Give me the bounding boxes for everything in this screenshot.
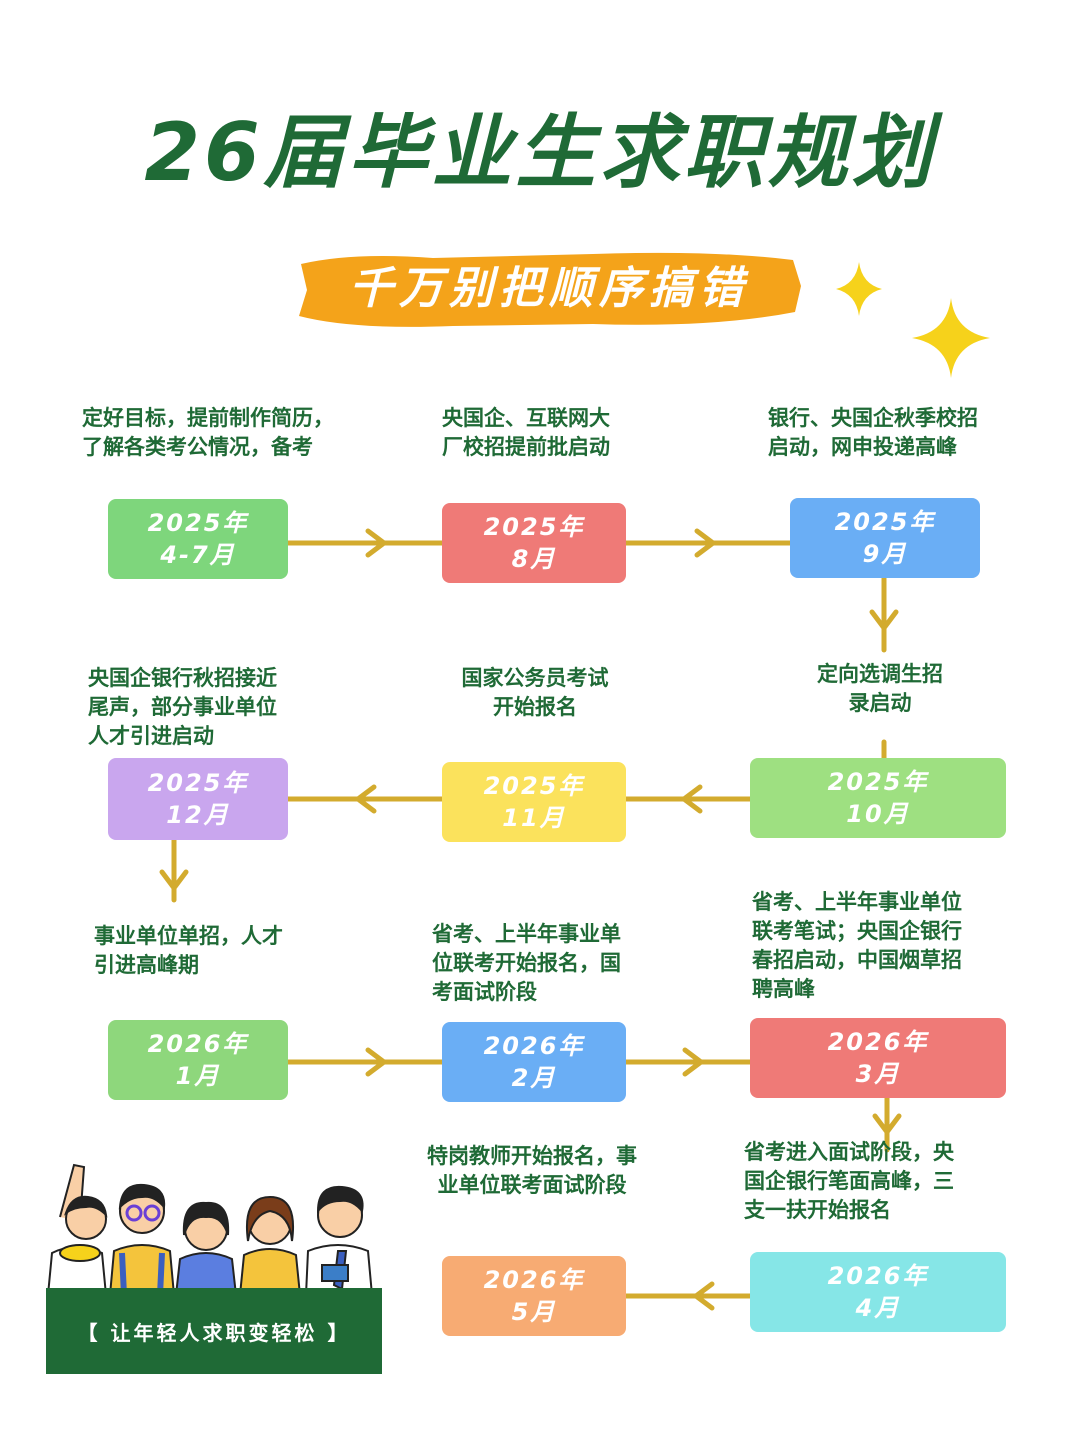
description-line: 开始报名 (493, 695, 577, 719)
description-line: 录启动 (848, 691, 912, 715)
timeline-description: 央国企银行秋招接近尾声，部分事业单位人才引进启动 (88, 664, 328, 751)
subtitle-text: 千万别把顺序搞错 (349, 263, 749, 314)
slogan-text: 【 让年轻人求职变轻松 】 (77, 1320, 351, 1345)
timeline-box: 2025年 8月 (442, 503, 626, 583)
timeline-description: 定向选调生招录启动 (780, 660, 980, 718)
timeline-description: 省考、上半年事业单位联考开始报名，国考面试阶段 (432, 920, 672, 1007)
timeline-box: 2025年 4-7月 (108, 499, 288, 579)
timeline-description: 银行、央国企秋季校招启动，网申投递高峰 (768, 404, 1028, 462)
timeline-month: 5月 (511, 1298, 557, 1326)
description-line: 人才引进启动 (88, 724, 214, 748)
description-line: 事业单位单招，人才 (94, 924, 283, 948)
description-line: 启动，网申投递高峰 (768, 435, 957, 459)
timeline-year: 2025年 (483, 772, 585, 800)
description-line: 省考进入面试阶段，央 (744, 1140, 954, 1164)
timeline-box: 2026年 1月 (108, 1020, 288, 1100)
description-line: 央国企银行秋招接近 (88, 666, 277, 690)
timeline-year: 2026年 (147, 1030, 249, 1058)
sparkle-small-icon (836, 262, 882, 316)
timeline-description: 央国企、互联网大厂校招提前批启动 (442, 404, 662, 462)
description-line: 定好目标，提前制作简历， (82, 406, 334, 430)
timeline-month: 11月 (502, 804, 566, 832)
timeline-description: 国家公务员考试开始报名 (430, 664, 640, 722)
timeline-month: 8月 (511, 545, 557, 573)
timeline-year: 2025年 (483, 513, 585, 541)
sparkle-large-icon (912, 298, 990, 378)
description-line: 考面试阶段 (432, 980, 537, 1004)
timeline-box: 2025年 9月 (790, 498, 980, 578)
subtitle-banner: 千万别把顺序搞错 (293, 246, 805, 332)
description-line: 省考、上半年事业单 (432, 922, 621, 946)
timeline-year: 2025年 (147, 769, 249, 797)
timeline-box: 2025年 10月 (750, 758, 1006, 838)
timeline-year: 2026年 (827, 1028, 929, 1056)
timeline-month: 4-7月 (160, 541, 236, 569)
timeline-month: 2月 (511, 1064, 557, 1092)
timeline-year: 2026年 (483, 1266, 585, 1294)
description-line: 尾声，部分事业单位 (88, 695, 277, 719)
description-line: 特岗教师开始报名，事 (427, 1144, 637, 1168)
timeline-year: 2026年 (827, 1262, 929, 1290)
timeline-month: 1月 (175, 1062, 221, 1090)
description-line: 聘高峰 (752, 977, 815, 1001)
timeline-box: 2026年 4月 (750, 1252, 1006, 1332)
timeline-box: 2026年 5月 (442, 1256, 626, 1336)
timeline-year: 2025年 (834, 508, 936, 536)
timeline-box: 2026年 3月 (750, 1018, 1006, 1098)
description-line: 联考笔试；央国企银行 (752, 919, 962, 943)
timeline-month: 12月 (166, 801, 230, 829)
description-line: 国企银行笔面高峰，三 (744, 1169, 954, 1193)
timeline-box: 2026年 2月 (442, 1022, 626, 1102)
brush-stroke-background (299, 252, 801, 327)
description-line: 春招启动，中国烟草招 (752, 948, 962, 972)
slogan-banner: 【 让年轻人求职变轻松 】 (46, 1288, 382, 1374)
description-line: 业单位联考面试阶段 (437, 1173, 627, 1197)
timeline-box: 2025年 11月 (442, 762, 626, 842)
timeline-year: 2025年 (147, 509, 249, 537)
description-line: 引进高峰期 (94, 953, 199, 977)
timeline-description: 省考、上半年事业单位联考笔试；央国企银行春招启动，中国烟草招聘高峰 (752, 888, 1022, 1004)
timeline-month: 3月 (855, 1060, 901, 1088)
timeline-description: 特岗教师开始报名，事业单位联考面试阶段 (404, 1142, 660, 1200)
timeline-description: 事业单位单招，人才引进高峰期 (94, 922, 344, 980)
timeline-month: 9月 (862, 540, 908, 568)
timeline-month: 4月 (855, 1294, 901, 1322)
description-line: 厂校招提前批启动 (442, 435, 610, 459)
timeline-month: 10月 (846, 800, 910, 828)
timeline-year: 2025年 (827, 768, 929, 796)
students-illustration (46, 1163, 374, 1295)
timeline-year: 2026年 (483, 1032, 585, 1060)
description-line: 银行、央国企秋季校招 (768, 406, 978, 430)
description-line: 定向选调生招 (817, 662, 943, 686)
description-line: 了解各类考公情况，备考 (82, 435, 313, 459)
description-line: 国家公务员考试 (461, 666, 609, 690)
timeline-description: 定好目标，提前制作简历， 了解各类考公情况，备考 (82, 404, 382, 462)
description-line: 位联考开始报名，国 (432, 951, 621, 975)
timeline-description: 省考进入面试阶段，央国企银行笔面高峰，三支一扶开始报名 (744, 1138, 1014, 1225)
timeline-box: 2025年 12月 (108, 758, 288, 840)
description-line: 央国企、互联网大 (442, 406, 610, 430)
description-line: 支一扶开始报名 (744, 1198, 891, 1222)
description-line: 省考、上半年事业单位 (752, 890, 962, 914)
page-title: 26届毕业生求职规划 (144, 106, 936, 199)
